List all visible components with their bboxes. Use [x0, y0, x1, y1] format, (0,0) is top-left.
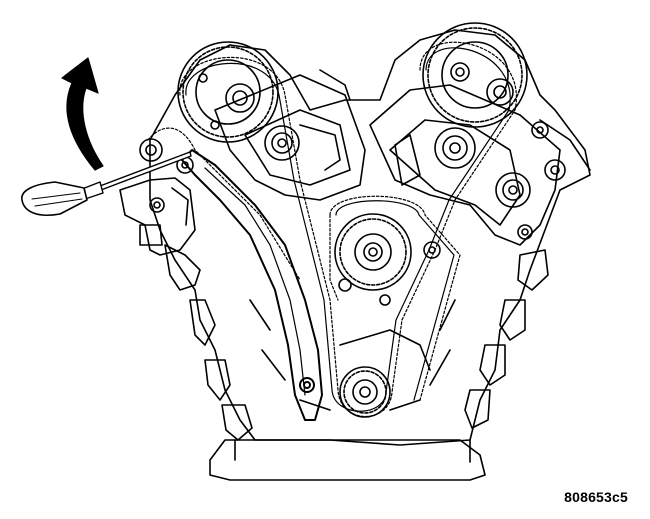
- right-camshaft-sprocket: [422, 22, 528, 128]
- chain-guide: [181, 149, 323, 421]
- screwdriver-icon: [21, 151, 192, 216]
- head-bolts: [139, 121, 566, 240]
- figure-reference-code: 808653c5: [564, 489, 628, 505]
- left-cylinder-head: [214, 69, 366, 201]
- left-camshaft-sprocket: [177, 41, 279, 143]
- rotation-arrow-icon: [61, 57, 104, 171]
- right-cylinder-head: [369, 84, 591, 246]
- engine-block: [149, 29, 591, 481]
- timing-chain: [147, 41, 518, 417]
- crankshaft-sprocket: [339, 329, 431, 418]
- chain-tensioner: [119, 177, 196, 256]
